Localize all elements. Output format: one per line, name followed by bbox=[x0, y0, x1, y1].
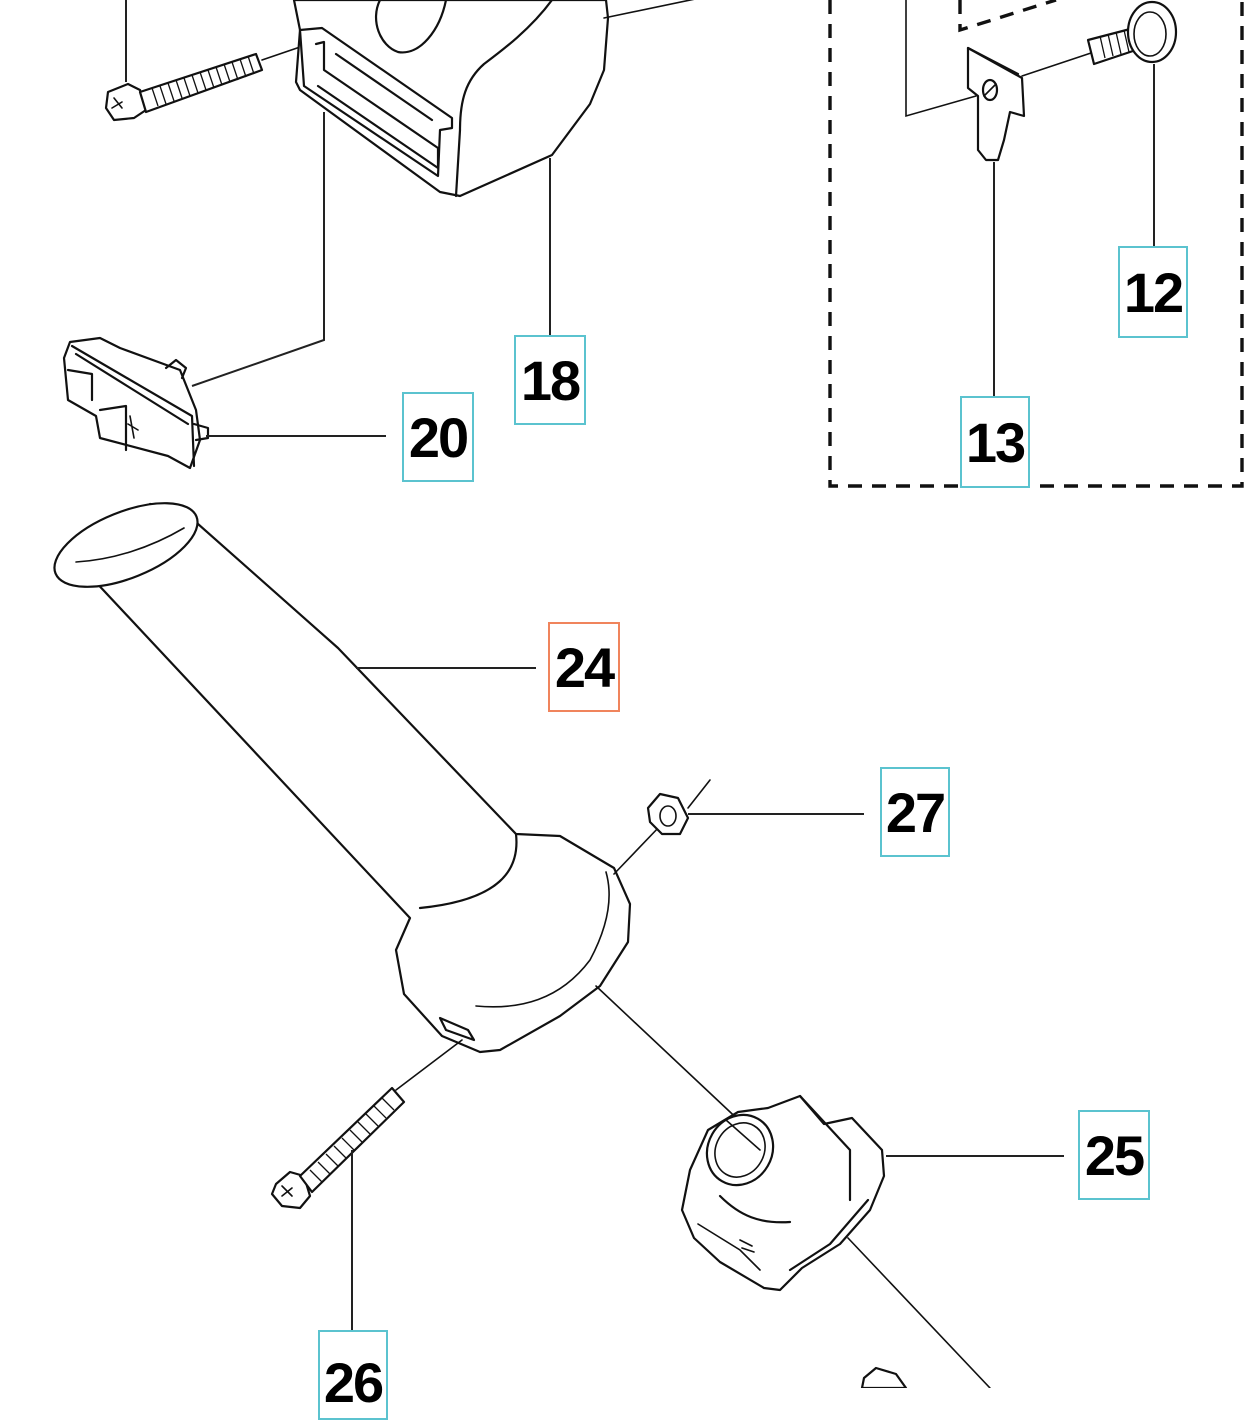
bottom-screw bbox=[270, 1086, 406, 1210]
handle-grip-part bbox=[53, 502, 632, 1054]
kit-box bbox=[828, 0, 1244, 488]
callout-27[interactable]: 27 bbox=[880, 767, 950, 857]
nut-part bbox=[646, 792, 690, 836]
callout-25[interactable]: 25 bbox=[1078, 1110, 1150, 1200]
callout-24[interactable]: 24 bbox=[548, 622, 620, 712]
handle-clamp-part bbox=[680, 1094, 886, 1292]
partial-part-bottom bbox=[860, 1366, 908, 1388]
callout-20[interactable]: 20 bbox=[402, 392, 474, 482]
handle-housing-part bbox=[292, 0, 695, 198]
callout-18[interactable]: 18 bbox=[514, 335, 586, 425]
callout-12[interactable]: 12 bbox=[1118, 246, 1188, 338]
switch-part bbox=[62, 112, 325, 470]
callout-26[interactable]: 26 bbox=[318, 1330, 388, 1420]
parts-diagram bbox=[53, 0, 1244, 1388]
callout-13[interactable]: 13 bbox=[960, 396, 1030, 488]
